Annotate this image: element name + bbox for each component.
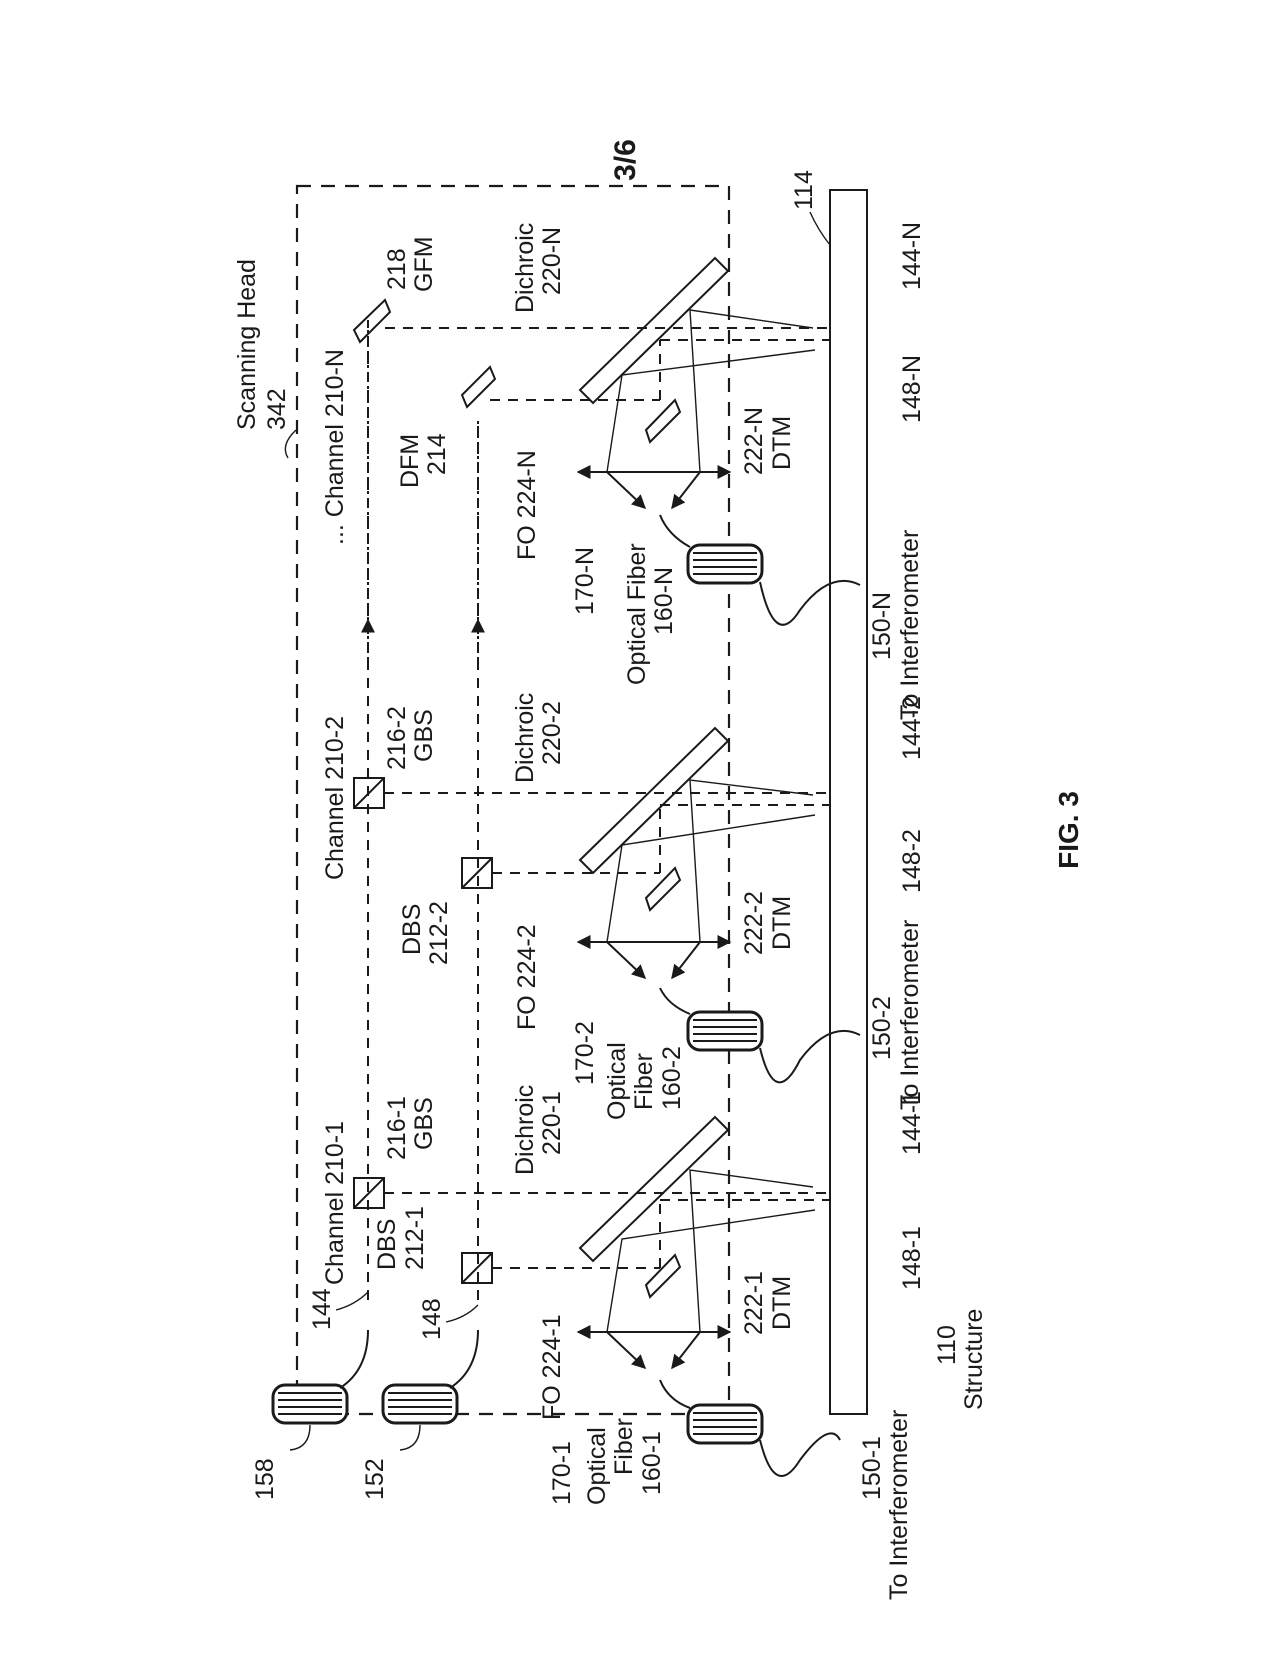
label-fiber-1: Fiber (610, 1418, 638, 1475)
label-to-interferometer-2: To Interferometer (896, 920, 924, 1110)
figure-label: FIG. 3 (1053, 791, 1084, 869)
label-to-interferometer-1: To Interferometer (885, 1410, 913, 1600)
label-222-N: 222-N (740, 407, 768, 475)
label-218: 218 (383, 248, 411, 290)
label-fo-224-1: FO 224-1 (538, 1314, 566, 1420)
label-optical-2: Optical (603, 1042, 631, 1120)
label-114: 114 (790, 170, 818, 210)
label-148-2: 148-2 (898, 829, 926, 893)
leader-342 (284, 429, 297, 459)
dichroic-220-1 (578, 1115, 730, 1263)
label-222-1: 222-1 (740, 1271, 768, 1335)
dtm-222-N (644, 398, 682, 444)
label-150-N: 150-N (868, 592, 896, 660)
label-148-1: 148-1 (898, 1226, 926, 1290)
leader-144 (335, 1291, 369, 1311)
label-170-1: 170-1 (548, 1441, 576, 1505)
label-150-2: 150-2 (868, 996, 896, 1060)
leader-158 (289, 1424, 311, 1451)
label-to-interferometer-N: To Interferometer (896, 530, 924, 720)
leader-152 (399, 1424, 421, 1451)
label-170-N: 170-N (571, 547, 599, 615)
fiber-coil-160-2 (659, 987, 861, 1084)
dfm-214 (460, 365, 497, 409)
label-144-N: 144-N (898, 222, 926, 290)
label-channel-210-N: ... Channel 210-N (321, 349, 349, 545)
label-channel-210-2: Channel 210-2 (321, 716, 349, 880)
structure-slab (829, 189, 868, 1415)
label-150-1: 150-1 (858, 1436, 886, 1500)
leader-114 (809, 211, 831, 246)
channel-1-optics (353, 1115, 841, 1477)
label-gbs-1: GBS (410, 1097, 438, 1150)
fiber-coil-160-1 (659, 1379, 841, 1477)
channel-2-optics (353, 726, 861, 1084)
label-144: 144 (308, 1288, 336, 1330)
label-212-1: 212-1 (401, 1206, 429, 1270)
label-216-2: 216-2 (383, 706, 411, 770)
label-110: 110 (933, 1325, 961, 1365)
label-220-2: 220-2 (538, 701, 566, 765)
label-144-2: 144-2 (898, 696, 926, 760)
label-216-1: 216-1 (383, 1096, 411, 1160)
label-152: 152 (361, 1458, 389, 1500)
label-158: 158 (251, 1458, 279, 1500)
label-160-2: 160-2 (658, 1046, 686, 1110)
label-220-N: 220-N (538, 227, 566, 295)
label-gfm: GFM (410, 236, 438, 292)
label-fiber-2: Fiber (630, 1053, 658, 1110)
label-170-2: 170-2 (571, 1021, 599, 1085)
label-214: 214 (423, 433, 451, 475)
label-148: 148 (418, 1298, 446, 1340)
label-160-N: 160-N (650, 567, 678, 635)
label-dtm-1: DTM (768, 1276, 796, 1330)
label-structure: Structure (960, 1309, 988, 1410)
label-212-2: 212-2 (425, 901, 453, 965)
label-342: 342 (263, 388, 291, 430)
dtm-222-1 (644, 1253, 682, 1299)
dichroic-220-N (578, 256, 730, 405)
label-dichroic-1: Dichroic (511, 1085, 539, 1175)
label-fo-224-N: FO 224-N (513, 450, 541, 560)
label-220-1: 220-1 (538, 1091, 566, 1155)
channel-n-optics (352, 256, 861, 626)
fiber-coil-152 (381, 1329, 479, 1425)
label-gbs-2: GBS (410, 709, 438, 762)
fiber-coil-158 (271, 1329, 369, 1425)
label-dichroic-N: Dichroic (511, 223, 539, 313)
label-fo-224-2: FO 224-2 (513, 924, 541, 1030)
scanning-head-housing (295, 184, 731, 1416)
label-222-2: 222-2 (740, 891, 768, 955)
sheet-number: 3/6 (609, 139, 642, 181)
label-scanning-head: Scanning Head (233, 259, 261, 430)
label-dbs-2: DBS (398, 904, 426, 955)
dtm-222-2 (644, 866, 682, 912)
label-160-1: 160-1 (638, 1431, 666, 1495)
labels: Scanning Head 342 158 152 144 148 Channe… (233, 170, 988, 1600)
leader-148 (445, 1304, 479, 1323)
label-144-1: 144-1 (898, 1091, 926, 1155)
label-dfm: DFM (396, 434, 424, 488)
label-optical-fiber-N: Optical Fiber (623, 543, 651, 685)
label-dtm-N: DTM (768, 416, 796, 470)
fiber-coil-160-N (659, 514, 861, 626)
gfm-218 (352, 298, 392, 344)
label-148-N: 148-N (898, 355, 926, 423)
dichroic-220-2 (578, 726, 730, 875)
label-dichroic-2: Dichroic (511, 693, 539, 783)
label-dtm-2: DTM (768, 896, 796, 950)
label-channel-210-1: Channel 210-1 (321, 1121, 349, 1285)
label-dbs-1: DBS (373, 1219, 401, 1270)
label-optical-1: Optical (583, 1427, 611, 1505)
